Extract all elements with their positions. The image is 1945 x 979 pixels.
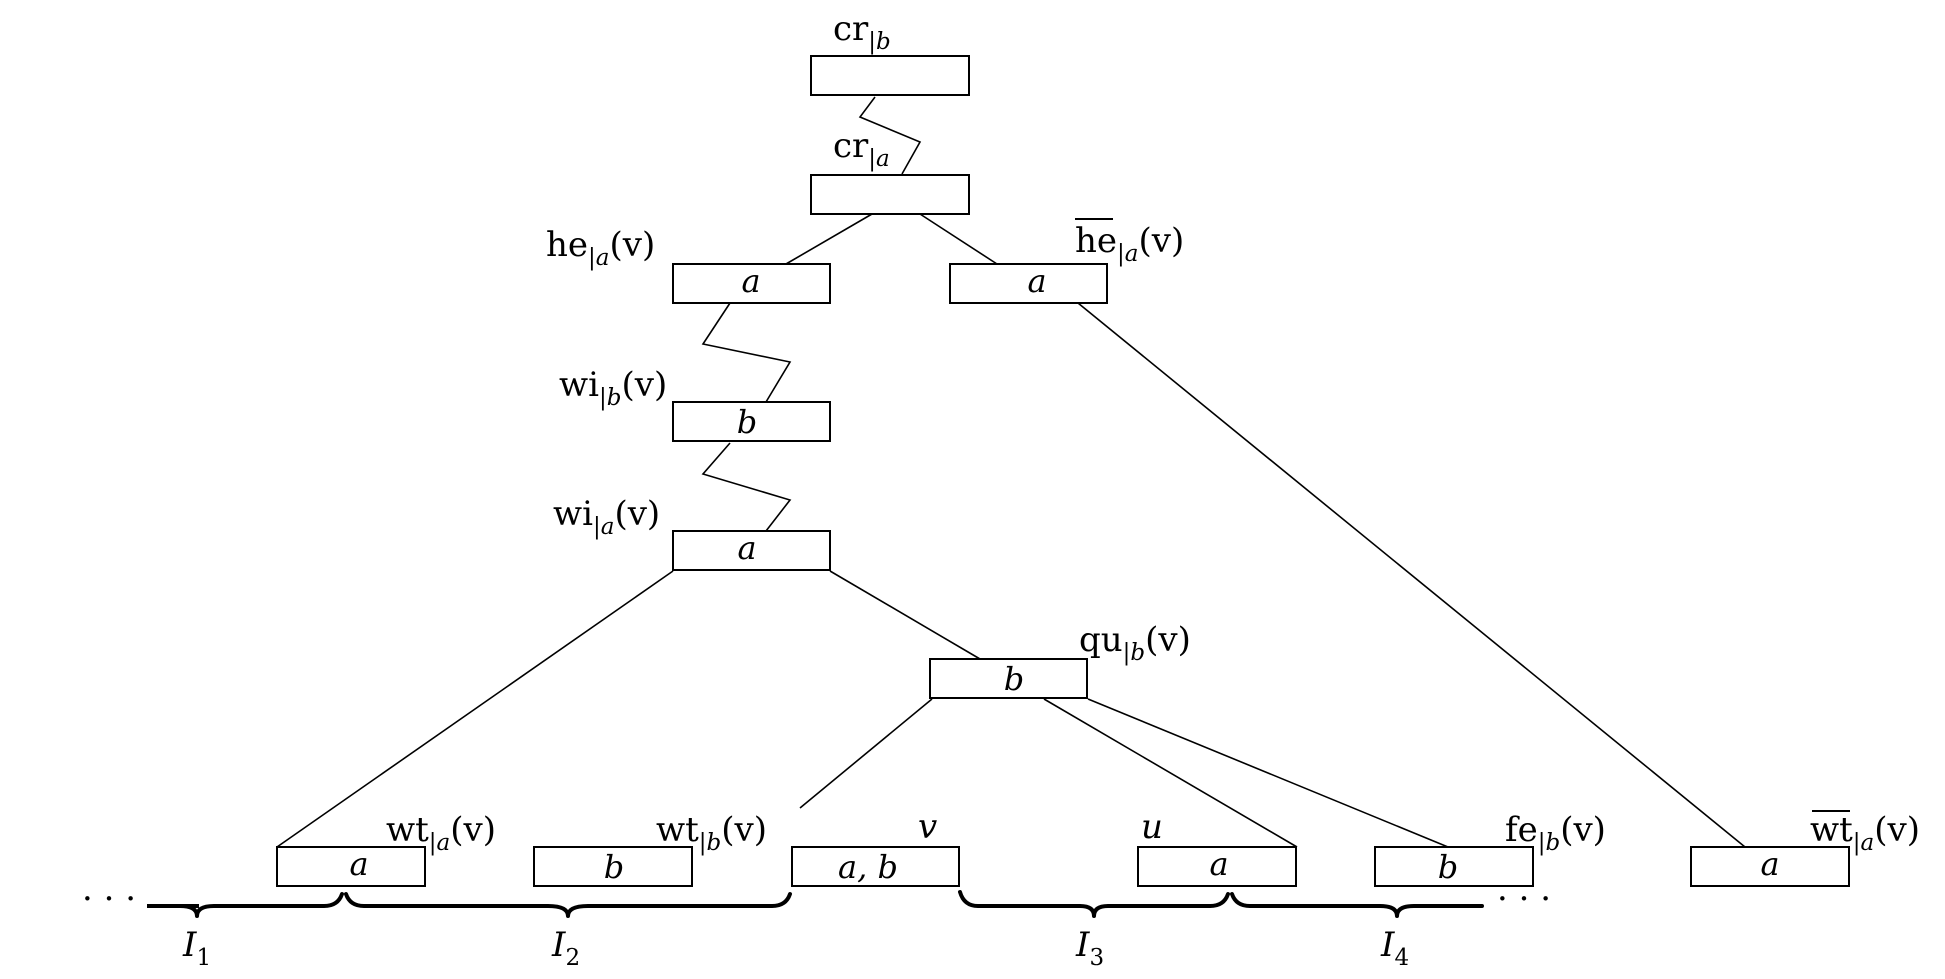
edges <box>276 96 1746 848</box>
node-wi-a-content: a <box>737 529 756 567</box>
node-cr-b-box <box>810 55 970 96</box>
node-v-content: a, b <box>838 848 898 886</box>
edge-cr-a-to-he-a <box>785 213 873 265</box>
node-wt-a-box <box>276 846 426 887</box>
label-fe-b: fe|b(v) <box>1505 810 1606 856</box>
edge-wi-a-to-qu-b <box>829 570 981 660</box>
label-he-a: he|a(v) <box>546 225 655 271</box>
brace-i1 <box>148 892 344 918</box>
edge-he-a-to-wi-b-zigzag <box>701 302 792 403</box>
node-he-a-box <box>672 263 831 304</box>
node-qu-b-content: b <box>1004 660 1024 698</box>
node-he-bar-a-content: a <box>1027 262 1046 300</box>
node-wt-b-box <box>533 846 693 887</box>
node-fe-b-content: b <box>1438 848 1458 886</box>
interval-label-i3: I3 <box>1075 925 1104 971</box>
edge-qu-b-to-v <box>799 698 933 809</box>
label-qu-b: qu|b(v) <box>1079 620 1191 666</box>
node-wt-bar-a-box <box>1690 846 1850 887</box>
node-wt-bar-a-content: a <box>1760 845 1779 883</box>
interval-label-i1: I1 <box>182 925 211 971</box>
edge-he-bar-a-to-wt-bar-a <box>1077 302 1746 848</box>
node-qu-b-box <box>929 658 1088 699</box>
label-wi-a: wi|a(v) <box>553 494 660 540</box>
node-wt-b-content: b <box>604 848 624 886</box>
interval-label-i2: I2 <box>551 925 580 971</box>
label-cr-a: cr|a <box>833 126 890 172</box>
node-wi-a-box <box>672 530 831 571</box>
label-he-bar-a: he|a(v) <box>1075 221 1184 267</box>
edge-qu-b-to-u <box>1043 698 1298 848</box>
label-wt-a: wt|a(v) <box>386 810 496 856</box>
label-v: v <box>918 807 937 847</box>
brace-i4 <box>1230 892 1484 918</box>
brace-i2 <box>344 892 792 918</box>
node-u-content: a <box>1209 845 1228 883</box>
label-wt-bar-a: wt|a(v) <box>1810 810 1920 856</box>
node-v-box <box>791 846 960 887</box>
edge-qu-b-to-fe-b <box>1087 698 1449 848</box>
label-wi-b: wi|b(v) <box>559 365 667 411</box>
edge-wi-b-to-wi-a-zigzag <box>701 442 792 532</box>
edge-cr-b-to-cr-a-zigzag <box>858 96 922 175</box>
label-wt-b: wt|b(v) <box>656 810 767 856</box>
ellipsis-right: · · · <box>1497 879 1551 919</box>
label-u: u <box>1141 807 1163 847</box>
node-u-box <box>1137 846 1297 887</box>
edge-cr-a-to-he-bar-a <box>919 213 998 265</box>
node-wt-a-content: a <box>349 845 368 883</box>
node-wi-b-box <box>672 401 831 442</box>
node-wi-b-content: b <box>737 403 757 441</box>
brace-i3 <box>958 890 1230 918</box>
ellipsis-left: · · · <box>82 879 136 919</box>
label-cr-b: cr|b <box>833 9 891 55</box>
edge-wi-a-to-wt-a <box>276 570 674 848</box>
node-he-bar-a-box <box>949 263 1108 304</box>
interval-label-i4: I4 <box>1380 925 1409 971</box>
node-fe-b-box <box>1374 846 1534 887</box>
node-cr-a-box <box>810 174 970 215</box>
node-he-a-content: a <box>741 262 760 300</box>
